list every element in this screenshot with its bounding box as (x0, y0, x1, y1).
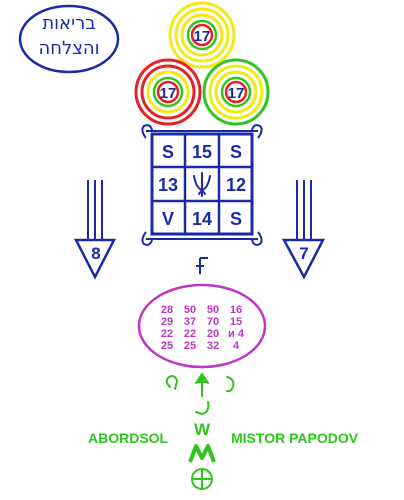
right-curl-icon (226, 376, 235, 393)
concentric-circle-left: 17 (134, 58, 202, 126)
circle-top-number: 17 (194, 28, 211, 45)
ellipse-cell-r2-c1: 29 (161, 316, 173, 328)
ellipse-cell-r4-c2: 25 (184, 340, 196, 352)
ellipse-cell-r1-c1: 28 (161, 304, 173, 316)
letter-w: W (194, 420, 211, 439)
hebrew-text-oval: בריאות והצלחה (18, 4, 120, 74)
ellipse-cell-r3-c3: 20 (207, 328, 219, 340)
concentric-circle-right: 17 (202, 58, 270, 126)
arrow-right: 7 (281, 180, 326, 280)
ellipse-cell-r2-c2: 37 (184, 316, 196, 328)
grid-ornament (141, 124, 263, 246)
label-mistor-papodov: MISTOR PAPODOV (231, 430, 359, 446)
circle-right-number: 17 (228, 85, 245, 102)
grid-cell-7: V (162, 209, 174, 229)
small-hook-green (195, 401, 210, 416)
ellipse-cell-r3-c1: 22 (161, 328, 173, 340)
number-ellipse: 28 50 50 16 29 37 70 15 22 22 20 и 4 25 25 32 4 (137, 283, 267, 369)
grid-cell-8: 14 (192, 209, 212, 229)
grid-cell-4: 13 (158, 175, 178, 195)
ellipse-cell-r2-c3: 70 (207, 316, 219, 328)
ellipse-cell-r4-c4: 4 (233, 340, 240, 352)
ellipse-cell-r2-c4: 15 (230, 316, 242, 328)
grid-cell-2: 15 (192, 142, 212, 162)
arrow-left-label: 8 (91, 244, 100, 263)
grid-cell-1: S (162, 142, 174, 162)
concentric-circle-top: 17 (168, 1, 236, 69)
ellipse-cell-r3-c2: 22 (184, 328, 196, 340)
circle-left-number: 17 (160, 85, 177, 102)
hebrew-line-2: והצלחה (38, 38, 99, 59)
arrow-right-label: 7 (299, 244, 308, 263)
small-hook-icon (196, 257, 208, 274)
ellipse-cell-r1-c3: 50 (207, 304, 219, 316)
label-abordsol: ABORDSOL (88, 430, 169, 446)
left-curl-icon (165, 375, 179, 390)
ellipse-cell-r4-c1: 25 (161, 340, 173, 352)
green-symbols (165, 372, 235, 416)
trident-icon (193, 172, 211, 197)
number-grid: S 15 S 13 12 V 14 S (141, 124, 263, 246)
ellipse-cell-r4-c3: 32 (207, 340, 219, 352)
grid-cell-9: S (230, 209, 242, 229)
ellipse-cell-r3-c4: и 4 (228, 328, 245, 340)
ellipse-cell-r1-c4: 16 (230, 304, 242, 316)
hebrew-line-1: בריאות (42, 13, 95, 34)
arrow-left: 8 (73, 180, 117, 280)
m-mark-icon (188, 444, 216, 463)
ellipse-cell-r1-c2: 50 (184, 304, 196, 316)
up-arrow-head (195, 372, 209, 384)
circled-cross-icon (191, 468, 213, 490)
grid-cell-3: S (230, 142, 242, 162)
grid-cell-6: 12 (226, 175, 246, 195)
